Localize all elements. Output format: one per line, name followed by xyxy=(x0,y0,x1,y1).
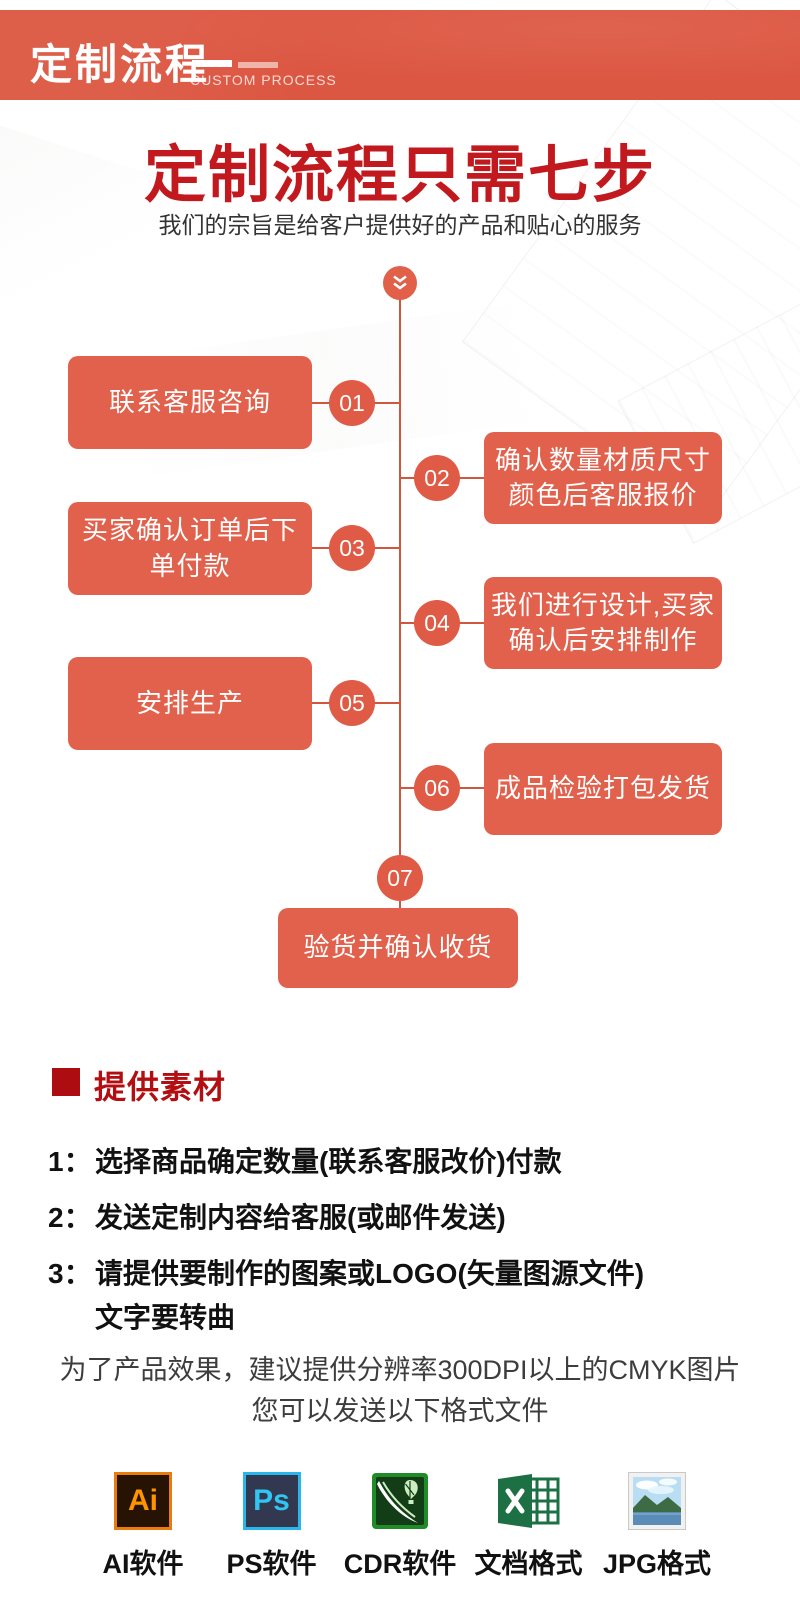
flow-step-number-3: 03 xyxy=(329,525,375,571)
format-label: CDR软件 xyxy=(343,1549,457,1579)
format-ai: Ai AI软件 xyxy=(82,1472,204,1581)
format-label: AI软件 xyxy=(102,1549,184,1579)
banner-subtitle: CUSTOM PROCESS xyxy=(190,72,337,88)
item-number: 3： xyxy=(48,1258,92,1289)
flow-step-number-2: 02 xyxy=(414,455,460,501)
page-subtitle: 我们的宗旨是给客户提供好的产品和贴心的服务 xyxy=(158,212,642,238)
file-format-row: Ai AI软件 Ps PS软件 CDR软件 xyxy=(82,1472,718,1581)
banner-title: 定制流程 xyxy=(30,41,211,88)
flow-step-box-5: 安排生产 xyxy=(68,657,312,750)
format-doc: 文档格式 xyxy=(468,1472,590,1581)
item-number: 1： xyxy=(48,1146,92,1177)
section-banner: 定制流程 CUSTOM PROCESS xyxy=(0,10,800,100)
flow-step-number-6: 06 xyxy=(414,765,460,811)
format-label: 文档格式 xyxy=(474,1549,583,1579)
step-number: 05 xyxy=(339,689,365,716)
ai-icon-text: Ai xyxy=(128,1484,158,1517)
item-number: 2： xyxy=(48,1202,92,1233)
flow-step-label: 成品检验打包发货 xyxy=(494,773,711,804)
flow-step-number-7: 07 xyxy=(377,855,423,901)
step-number: 03 xyxy=(339,534,365,561)
materials-item-1: 1： 选择商品确定数量(联系客服改价)付款 xyxy=(48,1140,758,1184)
jpg-icon xyxy=(628,1472,686,1530)
materials-item-3: 3： 请提供要制作的图案或LOGO(矢量图源文件) 文字要转曲 xyxy=(48,1252,758,1340)
step-number: 01 xyxy=(339,389,365,416)
flow-step-label: 联系客服咨询 xyxy=(108,386,271,417)
flow-step-number-1: 01 xyxy=(329,380,375,426)
section-bullet-square xyxy=(52,1068,80,1096)
format-label: JPG格式 xyxy=(602,1549,712,1579)
flow-step-number-4: 04 xyxy=(414,600,460,646)
page-title: 定制流程只需七步 xyxy=(143,141,656,210)
materials-heading: 提供素材 xyxy=(94,1069,227,1105)
step-number: 06 xyxy=(424,774,450,801)
ps-icon: Ps xyxy=(242,1472,301,1530)
flow-vertical-line xyxy=(399,283,401,908)
flow-step-label: 买家确认订单后下 单付款 xyxy=(81,515,298,581)
flow-step-box-4: 我们进行设计,买家 确认后安排制作 xyxy=(484,577,722,669)
banner-dash-decoration xyxy=(238,62,278,68)
ps-icon-text: Ps xyxy=(253,1484,290,1517)
format-jpg: JPG格式 xyxy=(596,1472,718,1581)
excel-icon xyxy=(497,1474,559,1528)
banner-dash-decoration xyxy=(192,60,232,67)
flow-step-label: 安排生产 xyxy=(135,687,244,718)
ai-icon: Ai xyxy=(114,1472,172,1530)
step-number: 04 xyxy=(424,609,450,636)
item-text: 选择商品确定数量(联系客服改价)付款 xyxy=(95,1146,562,1177)
chevron-down-icon xyxy=(393,275,407,290)
flow-start-marker xyxy=(383,266,417,300)
flow-step-label: 确认数量材质尺寸 颜色后客服报价 xyxy=(494,444,711,510)
flow-step-box-7: 验货并确认收货 xyxy=(278,908,518,988)
format-label: PS软件 xyxy=(226,1549,317,1579)
item-text: 发送定制内容给客服(或邮件发送) xyxy=(95,1202,506,1233)
flow-step-box-1: 联系客服咨询 xyxy=(68,356,312,449)
resolution-note: 为了产品效果，建议提供分辨率300DPI以上的CMYK图片 您可以发送以下格式文… xyxy=(59,1355,741,1426)
item-text: 请提供要制作的图案或LOGO(矢量图源文件) 文字要转曲 xyxy=(95,1258,645,1333)
format-ps: Ps PS软件 xyxy=(211,1472,333,1581)
flow-step-box-3: 买家确认订单后下 单付款 xyxy=(68,502,312,595)
step-number: 02 xyxy=(424,464,450,491)
flow-step-number-5: 05 xyxy=(329,680,375,726)
format-cdr: CDR软件 xyxy=(339,1472,461,1581)
flow-step-box-6: 成品检验打包发货 xyxy=(484,743,722,835)
materials-item-2: 2： 发送定制内容给客服(或邮件发送) xyxy=(48,1196,758,1240)
flow-step-label: 我们进行设计,买家 确认后安排制作 xyxy=(490,589,716,655)
cdr-icon xyxy=(372,1473,428,1529)
flow-step-box-2: 确认数量材质尺寸 颜色后客服报价 xyxy=(484,432,722,524)
step-number: 07 xyxy=(387,864,413,891)
flow-step-label: 验货并确认收货 xyxy=(303,932,493,963)
